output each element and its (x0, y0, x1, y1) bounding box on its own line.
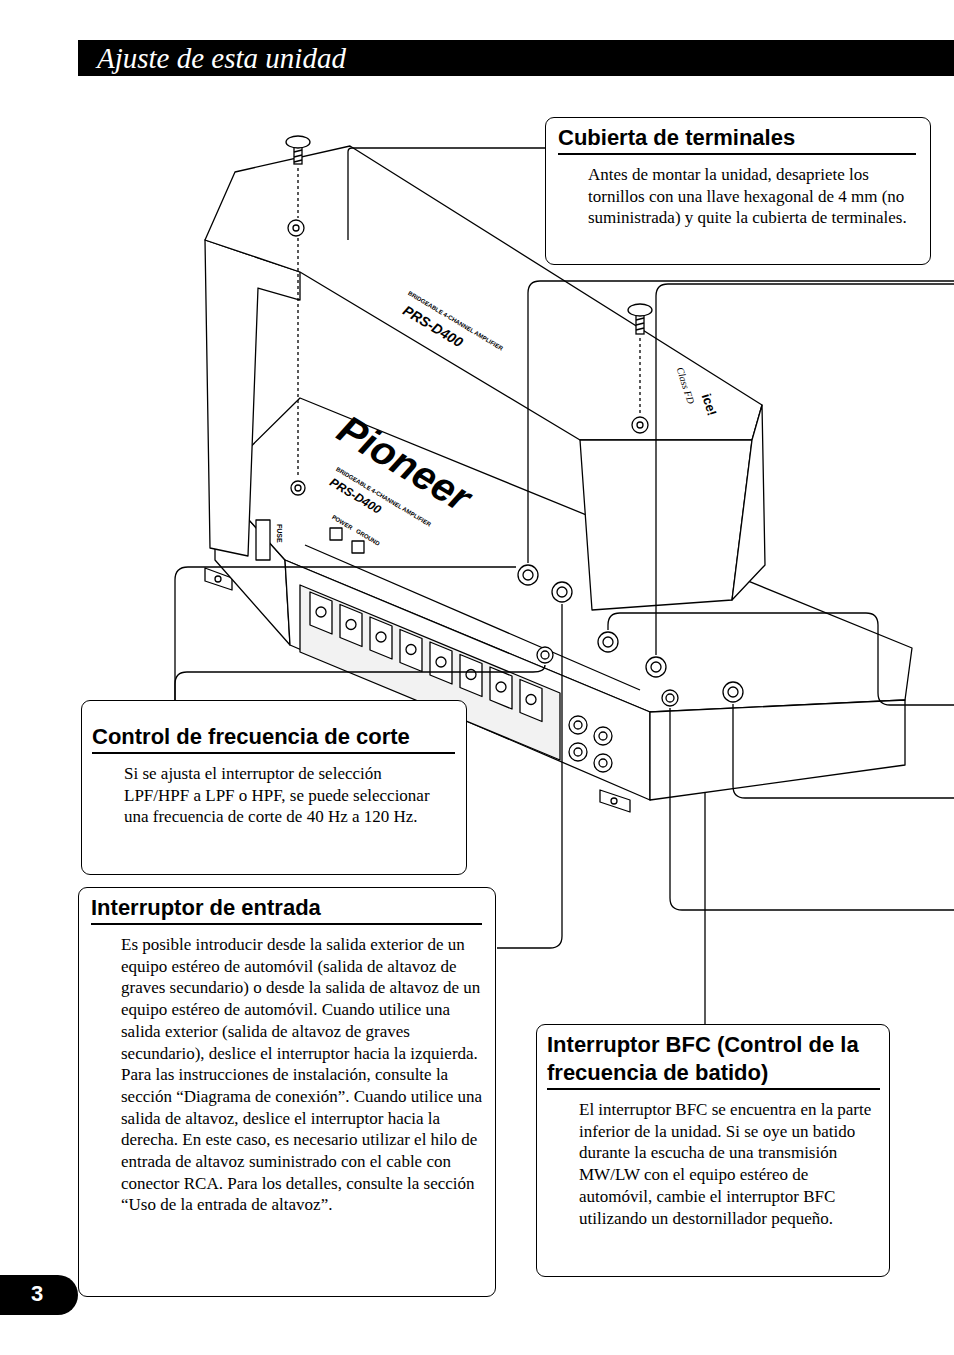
amplifier-body (598, 632, 618, 652)
callout-box: Interruptor de entrada Es posible introdu… (78, 887, 496, 1297)
leader-line (175, 665, 545, 700)
hex-screw (294, 160, 302, 162)
terminal-cover (637, 422, 643, 428)
leader-line (670, 708, 954, 910)
hex-screw (639, 338, 640, 415)
amplifier-body (662, 690, 678, 706)
amplifier-body (295, 485, 301, 491)
amplifier-body (646, 657, 666, 677)
terminal-cover (205, 240, 300, 556)
callout-heading: Interruptor BFC (Control de la frecuenci… (547, 1031, 880, 1090)
amplifier-body (594, 754, 612, 772)
callout-heading: Cubierta de terminales (558, 124, 916, 155)
callout-text: Si se ajusta el interruptor de selección… (82, 763, 466, 828)
amplifier-body (490, 667, 512, 709)
hex-screw (297, 168, 298, 218)
callout-text: El interruptor BFC se encuentra en la pa… (537, 1099, 889, 1229)
amplifier-body (340, 605, 362, 647)
hex-screw (294, 155, 302, 157)
page-tab (0, 1275, 78, 1315)
hex-screw (286, 136, 310, 148)
hex-screw (628, 304, 652, 316)
leader-line (733, 704, 954, 798)
amplifier-body (310, 592, 332, 634)
hex-screw (636, 328, 644, 330)
fuse-label: FUSE (276, 524, 283, 543)
amplifier-body (400, 630, 422, 672)
callout-text: Es posible introducir desde la salida ex… (79, 934, 495, 1216)
amplifier-body (256, 520, 270, 560)
amplifier-body (523, 570, 533, 580)
amplifier-body (574, 721, 582, 729)
callout-heading: Interruptor de entrada (91, 894, 482, 925)
amplifier-body (466, 670, 476, 680)
leader-line (528, 281, 954, 563)
leader-line (497, 604, 562, 948)
amplifier-body (436, 657, 446, 667)
amplifier-body (666, 694, 674, 702)
amplifier-body (537, 647, 553, 663)
amplifier-body (574, 748, 582, 756)
amplifier-body (611, 798, 617, 804)
leader-line (704, 793, 705, 1024)
amplifier-body (599, 759, 607, 767)
amplifier-body (520, 680, 542, 722)
terminal-cover (580, 440, 752, 610)
hex-screw (636, 318, 644, 320)
amplifier-body (376, 632, 386, 642)
amplifier-body (557, 587, 567, 597)
amplifier-body (599, 732, 607, 740)
amplifier-body (496, 682, 506, 692)
amplifier-body (346, 620, 356, 630)
amplifier-body (603, 637, 613, 647)
terminal-cover (632, 417, 648, 433)
callout-heading: Control de frecuencia de corte (92, 723, 455, 754)
callout-box: Interruptor BFC (Control de la frecuenci… (536, 1024, 890, 1277)
amplifier-body (291, 481, 305, 495)
callout-box: Cubierta de terminalesAntes de montar la… (545, 117, 931, 265)
amplifier-body (651, 662, 661, 672)
amplifier-body (526, 695, 536, 705)
amplifier-body (552, 582, 572, 602)
amplifier-body (370, 617, 392, 659)
amplifier-body (460, 655, 482, 697)
amplifier-body (352, 541, 364, 553)
amplifier-body (541, 651, 549, 659)
terminal-cover (732, 405, 765, 600)
amplifier-body (650, 700, 905, 800)
amplifier-body (569, 716, 587, 734)
terminal-cover (288, 220, 304, 236)
amplifier-body (600, 790, 630, 812)
amplifier-body (406, 645, 416, 655)
terminal-cover (293, 225, 299, 231)
amplifier-body (316, 607, 326, 617)
amplifier-body (215, 576, 221, 582)
amplifier-body (215, 398, 912, 712)
page-number: 3 (31, 1283, 43, 1305)
hex-screw (297, 238, 298, 478)
amplifier-body (723, 682, 743, 702)
amplifier-body (569, 743, 587, 761)
amplifier-body (430, 642, 452, 684)
amplifier-body (330, 528, 342, 540)
callout-box: Control de frecuencia de corte Si se ajus… (81, 700, 467, 875)
amplifier-body (594, 727, 612, 745)
leader-line (656, 284, 954, 655)
amplifier-body (518, 565, 538, 585)
amplifier-body (728, 687, 738, 697)
title-band: Ajuste de esta unidad (78, 40, 954, 76)
page-title: Ajuste de esta unidad (78, 40, 954, 76)
hex-screw (294, 150, 302, 152)
hex-screw (636, 323, 644, 325)
callout-text: Antes de montar la unidad, desapriete lo… (546, 164, 930, 229)
leader-line (608, 613, 954, 705)
leader-line (175, 567, 516, 700)
leader-line (348, 148, 545, 240)
